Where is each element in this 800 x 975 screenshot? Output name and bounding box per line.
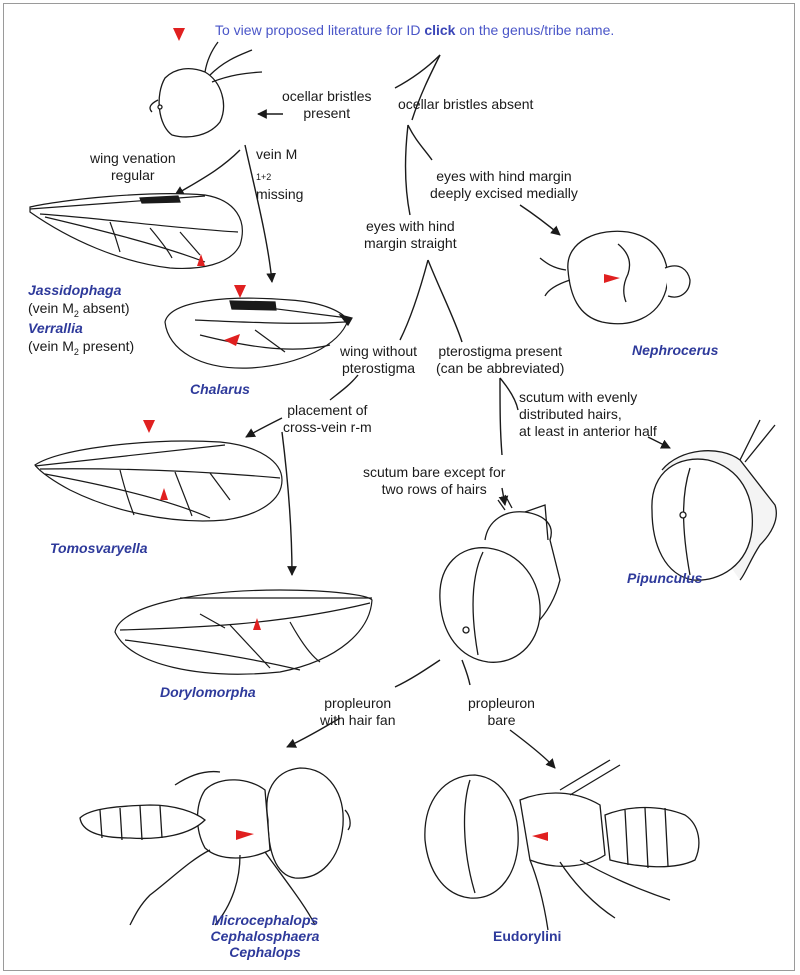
wing-illustration bbox=[35, 441, 282, 521]
fly-body-illustration bbox=[440, 495, 560, 662]
branch-line bbox=[428, 260, 462, 342]
char-propleuron-bare: propleuron bare bbox=[468, 695, 535, 729]
taxon-link-chalarus[interactable]: Chalarus bbox=[190, 381, 250, 397]
branch-line bbox=[395, 660, 440, 687]
branch-line bbox=[400, 260, 428, 340]
fly-body-illustration bbox=[425, 760, 699, 930]
taxon-link-eudorylini[interactable]: Eudorylini bbox=[493, 928, 561, 944]
arrow-line bbox=[175, 150, 240, 195]
char-eyes-straight: eyes with hind margin straight bbox=[364, 218, 457, 252]
taxon-link-pipunculus[interactable]: Pipunculus bbox=[627, 570, 702, 586]
branch-line bbox=[330, 375, 358, 400]
char-venation-regular: wing venation regular bbox=[90, 150, 176, 184]
taxon-link-nephrocerus[interactable]: Nephrocerus bbox=[632, 342, 718, 358]
arrow-line bbox=[510, 730, 555, 768]
arrow-line bbox=[282, 432, 292, 575]
arrow-line bbox=[520, 205, 560, 235]
fly-head-illustration bbox=[150, 42, 262, 137]
char-crossvein-placement: placement of cross-vein r-m bbox=[283, 402, 372, 436]
note-jassidophaga: (vein M2 absent) bbox=[28, 300, 130, 322]
branch-line bbox=[395, 55, 440, 88]
char-ocellar-absent: ocellar bristles absent bbox=[398, 96, 533, 113]
branch-line bbox=[462, 660, 470, 685]
branch-line bbox=[406, 125, 410, 215]
taxon-link-jassidophaga[interactable]: Jassidophaga bbox=[28, 282, 121, 298]
arrow-line bbox=[246, 418, 282, 437]
branch-line bbox=[500, 378, 518, 410]
branch-line bbox=[408, 125, 432, 160]
wing-illustration bbox=[165, 298, 352, 368]
taxon-link-tomosvaryella[interactable]: Tomosvaryella bbox=[50, 540, 148, 556]
char-pterostigma-present: pterostigma present (can be abbreviated) bbox=[436, 343, 564, 377]
wing-illustration bbox=[30, 194, 242, 269]
wing-illustration bbox=[115, 590, 372, 674]
note-verrallia: (vein M2 present) bbox=[28, 338, 134, 360]
taxon-link-dorylomorpha[interactable]: Dorylomorpha bbox=[160, 684, 256, 700]
taxon-link-verrallia[interactable]: Verrallia bbox=[28, 320, 83, 336]
branch-line bbox=[500, 378, 502, 455]
taxon-link-microcephalops[interactable]: Microcephalops bbox=[210, 912, 320, 928]
char-eyes-excised: eyes with hind margin deeply excised med… bbox=[430, 168, 578, 202]
char-ocellar-present: ocellar bristles present bbox=[282, 88, 371, 122]
taxon-link-microcephalops-group[interactable]: Microcephalops Cephalosphaera Cephalops bbox=[210, 912, 320, 960]
char-scutum-even: scutum with evenly distributed hairs, at… bbox=[519, 389, 657, 440]
fly-body-illustration bbox=[80, 768, 350, 925]
fly-body-illustration bbox=[652, 420, 776, 580]
taxon-link-cephalosphaera[interactable]: Cephalosphaera bbox=[210, 928, 320, 944]
char-scutum-bare: scutum bare except for two rows of hairs bbox=[363, 464, 505, 498]
char-wing-without-pterostigma: wing without pterostigma bbox=[340, 343, 417, 377]
char-propleuron-fan: propleuron with hair fan bbox=[320, 695, 395, 729]
taxon-link-cephalops[interactable]: Cephalops bbox=[210, 944, 320, 960]
